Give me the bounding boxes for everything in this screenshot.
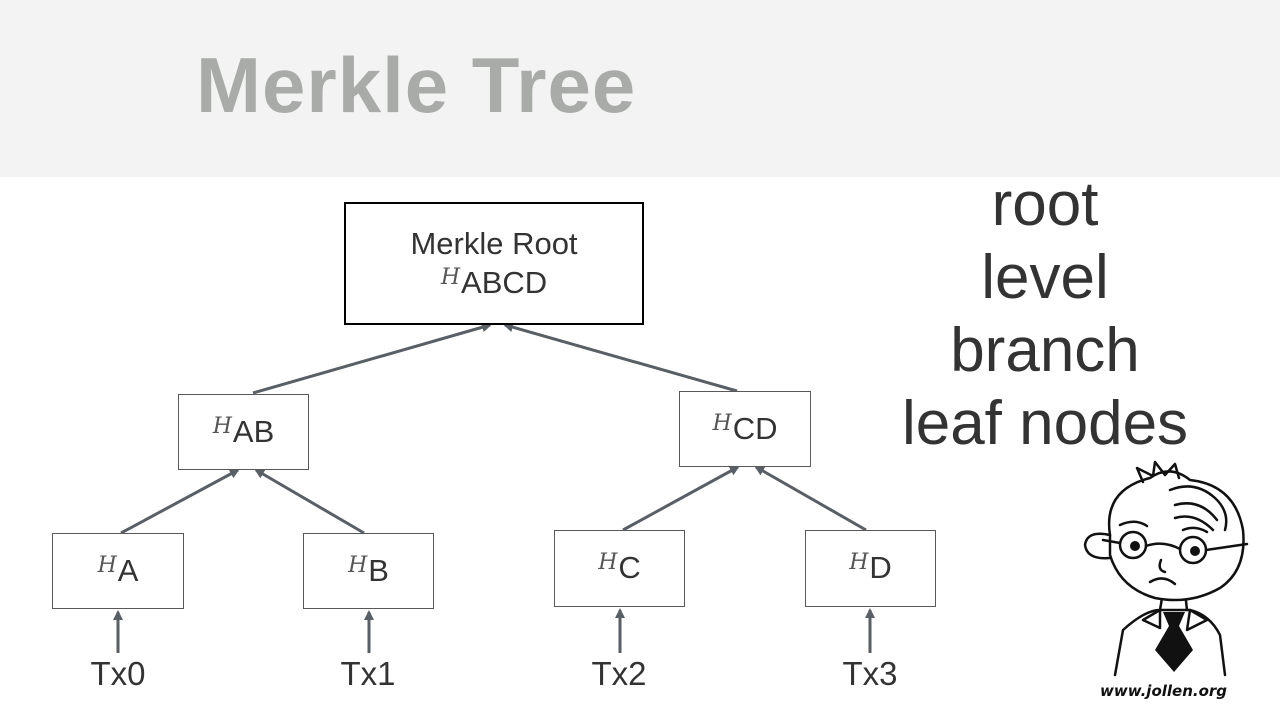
term-branch: branch (950, 316, 1140, 385)
edge-hc-to-hcd (622, 465, 740, 532)
hash-c-node: HC (554, 530, 685, 607)
hash-suffix: ABCD (461, 264, 548, 300)
hash-suffix: B (368, 552, 389, 588)
hash-suffix: A (117, 552, 139, 588)
hash-b-node: HB (303, 533, 434, 609)
terminology-list: root level branch leaf nodes (880, 168, 1210, 460)
transaction-label-tx0: Tx0 (90, 655, 146, 692)
hash-symbol: H (97, 552, 117, 578)
title-banner (0, 0, 1280, 177)
hash-d-node: HD (805, 530, 936, 607)
term-level: level (981, 243, 1109, 312)
hash-ab-node: HAB (178, 394, 309, 470)
transaction-label-tx3: Tx3 (842, 655, 898, 692)
hash-symbol: H (440, 264, 461, 290)
hash-symbol: H (712, 410, 732, 436)
edge-hd-to-hcd (754, 465, 867, 532)
merkle-root-hash: HABCD (441, 264, 547, 303)
edge-ha-to-hab (120, 468, 240, 535)
transaction-label-tx2: Tx2 (591, 655, 647, 692)
cartoon-boy-with-glasses-icon (1083, 460, 1249, 677)
hash-a-node: HA (52, 533, 184, 609)
term-root: root (991, 170, 1099, 239)
hash-symbol: H (348, 552, 368, 578)
edge-hab-to-root (252, 322, 492, 395)
hash-suffix: D (869, 550, 892, 586)
merkle-root-node: Merkle Root HABCD (344, 202, 644, 325)
edge-hcd-to-root (503, 322, 738, 393)
hash-suffix: AB (232, 413, 275, 449)
edge-hb-to-hab (254, 468, 365, 535)
merkle-root-label: Merkle Root (410, 225, 578, 261)
hash-suffix: CD (732, 410, 778, 446)
transaction-label-tx1: Tx1 (340, 655, 396, 692)
hash-symbol: H (849, 550, 869, 576)
hash-cd-node: HCD (679, 391, 811, 467)
hash-symbol: H (212, 413, 232, 439)
slide-title: Merkle Tree (196, 41, 637, 129)
hash-suffix: C (618, 550, 641, 586)
hash-symbol: H (598, 550, 618, 576)
site-watermark: www.jollen.org (1100, 682, 1228, 700)
term-leaf-nodes: leaf nodes (901, 389, 1189, 458)
